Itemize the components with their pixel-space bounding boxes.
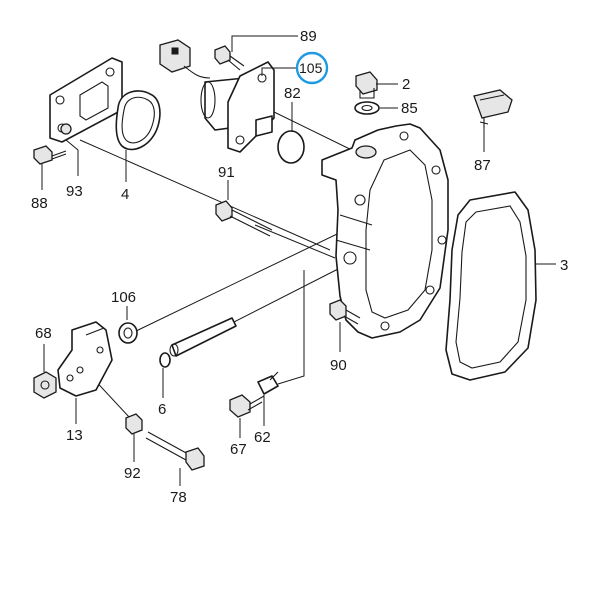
leader-lines: [41, 35, 556, 486]
label-105[interactable]: 105: [299, 60, 323, 76]
label-93[interactable]: 93: [66, 183, 83, 200]
part-92-nut[interactable]: [125, 413, 143, 435]
label-90[interactable]: 90: [330, 357, 347, 374]
part-85-washer[interactable]: [354, 101, 380, 115]
label-13[interactable]: 13: [66, 427, 83, 444]
label-3[interactable]: 3: [560, 257, 568, 274]
part-68-nut[interactable]: [33, 371, 57, 399]
part-2-plug[interactable]: [355, 71, 378, 99]
label-62[interactable]: 62: [254, 429, 271, 446]
part-62-clip[interactable]: [257, 371, 279, 395]
label-85[interactable]: 85: [401, 100, 418, 117]
main-housing[interactable]: [321, 123, 449, 339]
part-4-gasket[interactable]: [115, 90, 161, 151]
part-93-plate[interactable]: [49, 57, 123, 143]
part-88-bolt[interactable]: [33, 145, 67, 165]
part-90-bolt[interactable]: [329, 299, 361, 325]
part-6-pin[interactable]: [159, 352, 171, 368]
label-106[interactable]: 106: [111, 289, 136, 306]
label-4[interactable]: 4: [121, 186, 129, 203]
shaft[interactable]: [169, 317, 237, 357]
part-13-lever[interactable]: [57, 321, 113, 397]
highlight-ring-105: [295, 51, 329, 85]
label-82[interactable]: 82: [284, 85, 301, 102]
part-82-oring[interactable]: [277, 130, 305, 164]
label-89[interactable]: 89: [300, 28, 317, 45]
label-6[interactable]: 6: [158, 401, 166, 418]
part-3-gasket[interactable]: [445, 191, 537, 381]
part-91-bolt[interactable]: [215, 200, 273, 237]
part-labels: 89 105 2 82 85 87 88 93 4 91 3 106 68 90…: [31, 28, 568, 506]
part-78-screw[interactable]: [145, 431, 205, 471]
part-87-clip[interactable]: [473, 89, 513, 128]
part-106-washer[interactable]: [118, 322, 138, 344]
part-89-bolt[interactable]: [214, 45, 245, 71]
label-92[interactable]: 92: [124, 465, 141, 482]
label-78[interactable]: 78: [170, 489, 187, 506]
alignment-lines: [79, 109, 363, 419]
part-67-bolt[interactable]: [229, 394, 265, 418]
label-68[interactable]: 68: [35, 325, 52, 342]
label-87[interactable]: 87: [474, 157, 491, 174]
label-88[interactable]: 88: [31, 195, 48, 212]
label-2[interactable]: 2: [402, 76, 410, 93]
connector-plug[interactable]: [159, 39, 211, 79]
label-91[interactable]: 91: [218, 164, 235, 181]
label-67[interactable]: 67: [230, 441, 247, 458]
part-105-solenoid[interactable]: [200, 61, 275, 153]
